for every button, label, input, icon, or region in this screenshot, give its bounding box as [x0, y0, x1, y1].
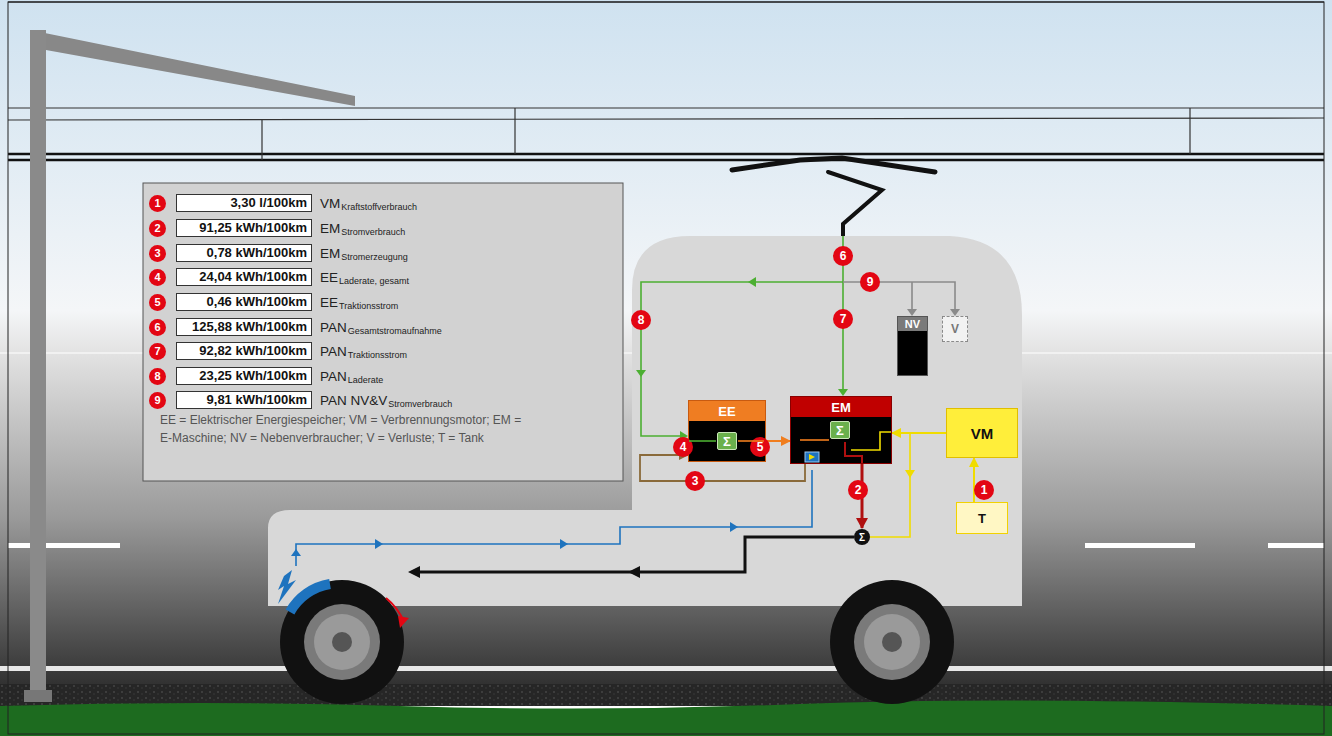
flow-connector [766, 440, 790, 442]
junction-symbol [854, 529, 870, 545]
callout-number: 7 [833, 309, 853, 329]
callout-number: 8 [631, 310, 651, 330]
regen-arc [290, 584, 330, 612]
legend-row: 4 24,04 kWh/100km EELaderate, gesamt [149, 267, 409, 287]
callout-number: 6 [149, 319, 166, 336]
quantity-subscript: Traktionsstrom [339, 301, 398, 311]
quantity-subscript: Kraftstoffverbrauch [341, 202, 417, 212]
wheel [830, 580, 954, 704]
value-box: 9,81 kWh/100km [176, 391, 312, 409]
flow-connector [892, 432, 946, 434]
sum-symbol: Σ [717, 432, 737, 450]
internal-lines [689, 432, 891, 463]
legend-row: 9 9,81 kWh/100km PAN NV&VStromverbrauch [149, 390, 452, 410]
value-box: 91,25 kWh/100km [176, 219, 312, 237]
box-label: NV [905, 318, 920, 330]
quantity-subscript: Stromverbrauch [388, 399, 452, 409]
catenary [8, 108, 1324, 160]
quantity-name: EE [320, 295, 338, 310]
box-label: VM [971, 425, 994, 442]
callout-number: 2 [149, 220, 166, 237]
component-box: V [942, 316, 968, 342]
lane-dash [8, 543, 120, 548]
value-box: 24,04 kWh/100km [176, 268, 312, 286]
value-box: 125,88 kWh/100km [176, 318, 312, 336]
quantity-name: PAN NV&V [320, 393, 387, 408]
callout-number: 3 [149, 245, 166, 262]
callout-number: 7 [149, 343, 166, 360]
legend-row: 6 125,88 kWh/100km PANGesamtstromaufnahme [149, 317, 442, 337]
quantity-subscript: Stromerzeugung [341, 252, 408, 262]
value-box: 3,30 l/100km [176, 194, 312, 212]
callout-number: 4 [673, 437, 693, 457]
callout-number: 3 [685, 471, 705, 491]
grass [0, 700, 1332, 736]
callout-number: 1 [974, 480, 994, 500]
background [0, 0, 1332, 690]
quantity-name: PAN [320, 369, 347, 384]
callout-number: 2 [848, 480, 868, 500]
quantity-name: EM [320, 246, 340, 261]
box-header: EE [689, 401, 765, 421]
callout-number: 4 [149, 269, 166, 286]
component-box: T [956, 502, 1008, 534]
pantograph [732, 158, 935, 236]
value-box: 23,25 kWh/100km [176, 367, 312, 385]
sum-symbol: Σ [830, 421, 850, 439]
quantity-subscript: Laderate [348, 375, 384, 385]
quantity-subscript: Laderate, gesamt [339, 276, 409, 286]
regen-icon [805, 452, 819, 462]
box-label: V [951, 322, 959, 336]
quantity-name: PAN [320, 320, 347, 335]
regen-icon-mark [809, 454, 815, 460]
callout-number: 5 [750, 437, 770, 457]
abbreviation-note: EE = Elektrischer Energiespeicher; VM = … [160, 411, 532, 447]
legend-panel [143, 183, 623, 481]
legend-row: 1 3,30 l/100km VMKraftstoffverbrauch [149, 193, 417, 213]
callout-number: 9 [149, 392, 166, 409]
value-box: 0,46 kWh/100km [176, 293, 312, 311]
quantity-name: EE [320, 270, 338, 285]
box-label: EE [718, 404, 735, 419]
callout-number: 9 [860, 272, 880, 292]
lane-dash [1268, 543, 1324, 548]
box-header: NV [898, 317, 927, 331]
legend-row: 2 91,25 kWh/100km EMStromverbrauch [149, 218, 405, 238]
quantity-subscript: Gesamtstromaufnahme [348, 326, 442, 336]
callout-number: 6 [833, 246, 853, 266]
wheel [280, 580, 404, 704]
lane-dash [1085, 543, 1195, 548]
value-box: 92,82 kWh/100km [176, 342, 312, 360]
quantity-name: PAN [320, 344, 347, 359]
lightning-icon [278, 570, 296, 604]
callout-number: 1 [149, 195, 166, 212]
callout-number: 8 [149, 368, 166, 385]
box-label: EM [831, 400, 851, 415]
component-box: VM [946, 408, 1018, 458]
sum-symbol: Σ [855, 530, 869, 544]
quantity-name: EM [320, 221, 340, 236]
legend-row: 8 23,25 kWh/100km PANLaderate [149, 366, 383, 386]
box-label: T [978, 511, 986, 526]
quantity-name: VM [320, 196, 340, 211]
rotation-arrowhead [398, 616, 409, 628]
legend-row: 3 0,78 kWh/100km EMStromerzeugung [149, 243, 408, 263]
box-header: EM [791, 397, 891, 417]
frame [8, 2, 1324, 734]
road-edge-line [0, 666, 1332, 671]
component-box: NV [897, 316, 928, 376]
quantity-subscript: Stromverbrauch [341, 227, 405, 237]
quantity-subscript: Traktionsstrom [348, 350, 407, 360]
callout-number: 5 [149, 294, 166, 311]
value-box: 0,78 kWh/100km [176, 244, 312, 262]
legend-row: 7 92,82 kWh/100km PANTraktionsstrom [149, 341, 407, 361]
legend-row: 5 0,46 kWh/100km EETraktionsstrom [149, 292, 398, 312]
